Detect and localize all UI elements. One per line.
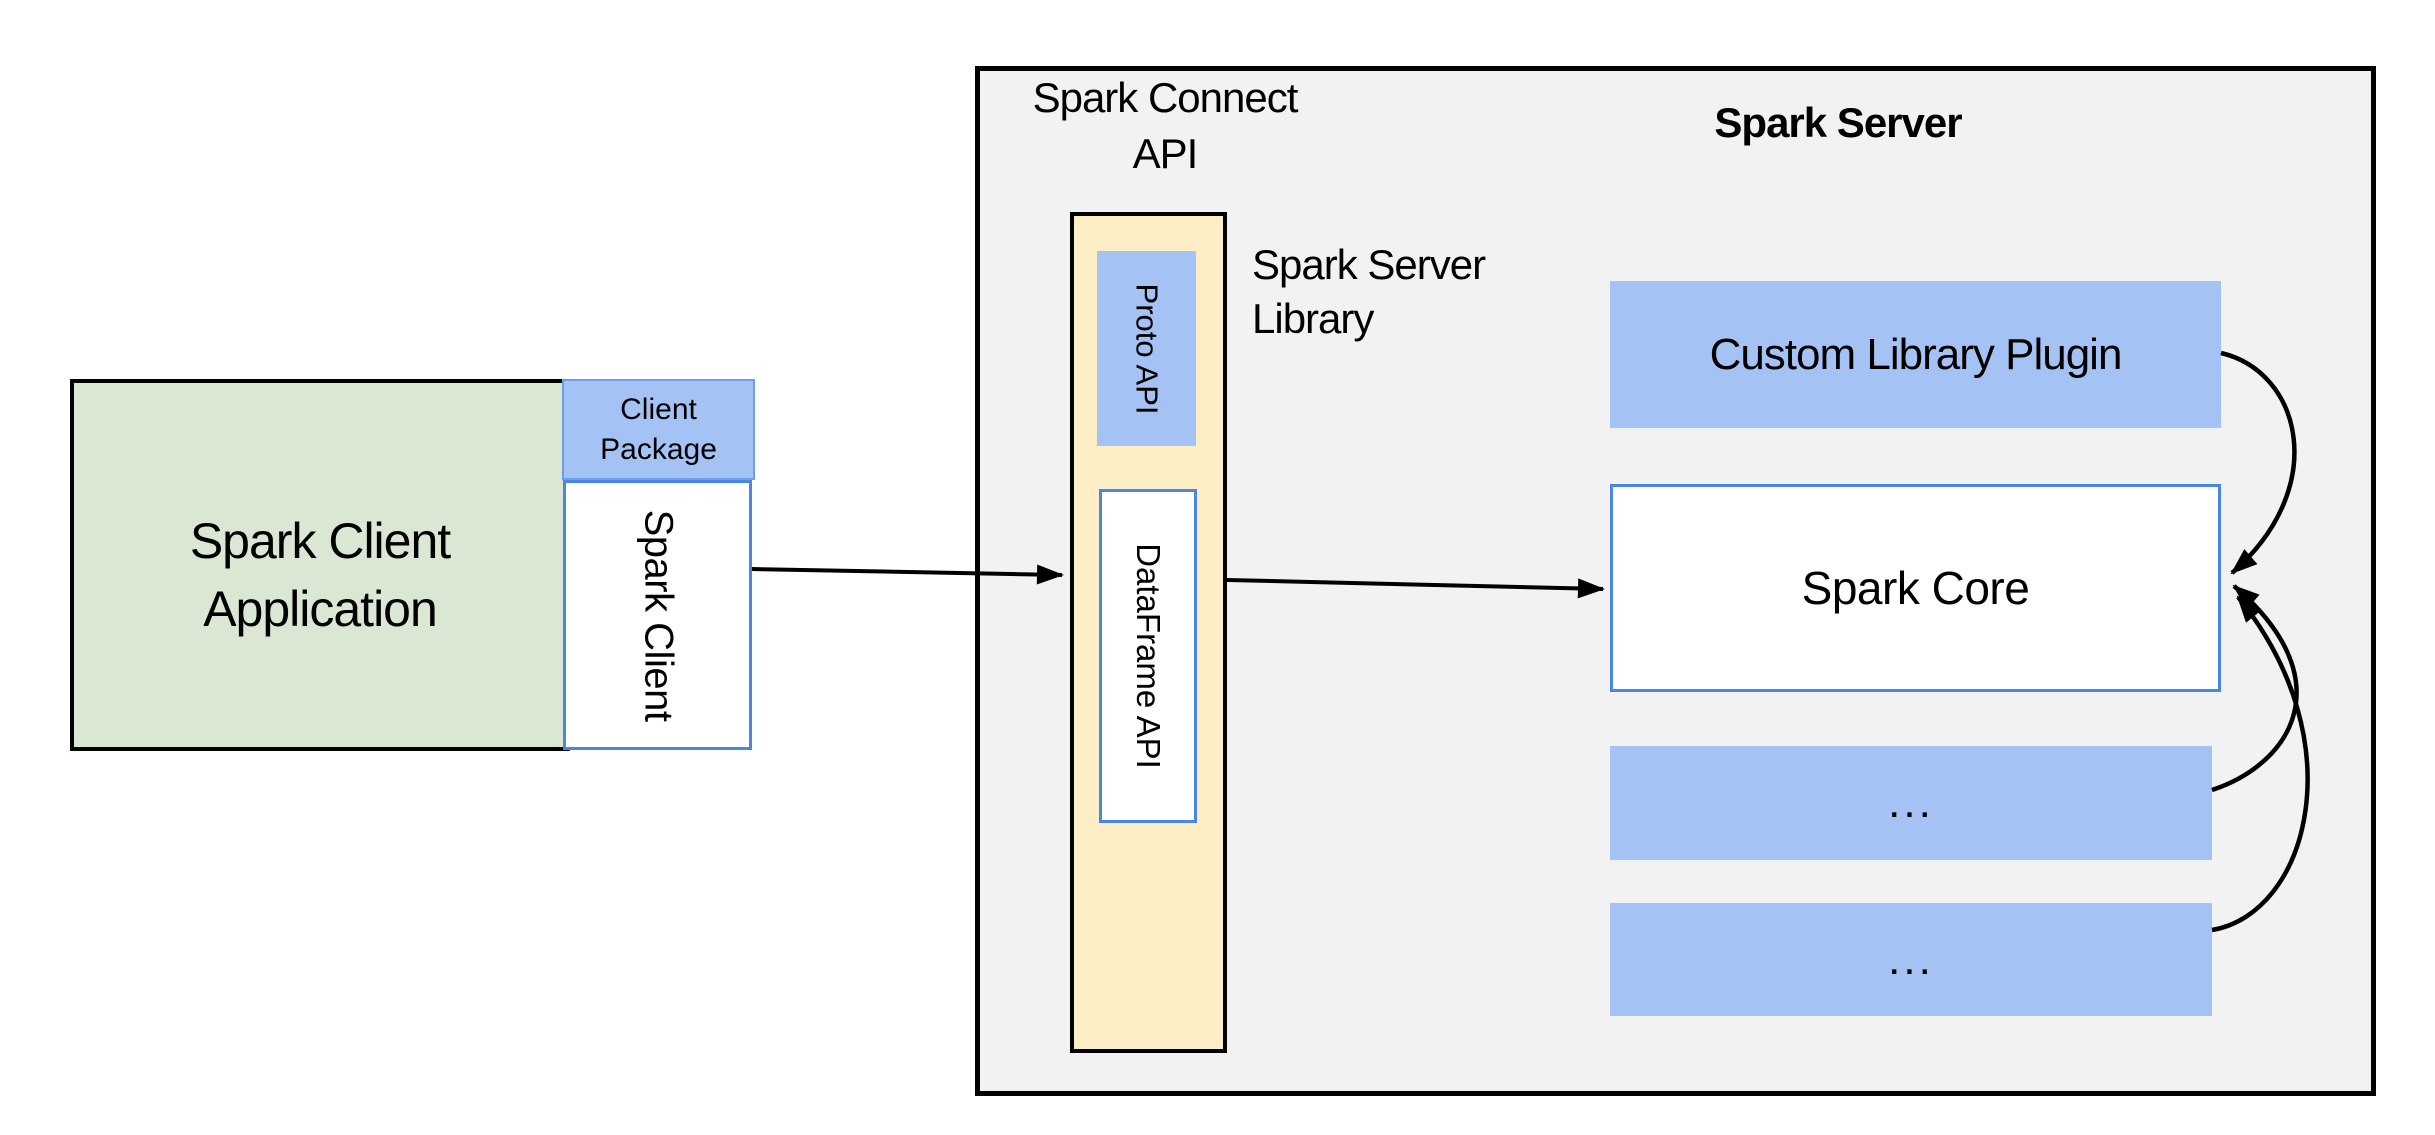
ellipsis-box-bottom: ... bbox=[1610, 903, 2212, 1016]
spark-client-box: Spark Client bbox=[563, 480, 752, 750]
client-package-box: Client Package bbox=[562, 379, 755, 480]
spark-server-title: Spark Server bbox=[1714, 99, 1962, 146]
spark-client-application-label: Spark Client Application bbox=[189, 513, 451, 637]
ellipsis-box-top: ... bbox=[1610, 746, 2212, 860]
client-package-label: Client Package bbox=[600, 392, 717, 466]
proto-api-label: Proto API bbox=[1129, 283, 1165, 414]
custom-library-plugin-label: Custom Library Plugin bbox=[1709, 329, 2123, 379]
spark-client-label: Spark Client bbox=[636, 509, 680, 721]
spark-server-library-label: Spark Server Library bbox=[1252, 241, 1486, 342]
custom-library-plugin-box: Custom Library Plugin bbox=[1610, 281, 2221, 428]
ellipsis-top-label: ... bbox=[1888, 778, 1934, 827]
spark-core-label: Spark Core bbox=[1801, 562, 2030, 614]
proto-api-box: Proto API bbox=[1097, 251, 1196, 446]
spark-core-box: Spark Core bbox=[1610, 484, 2221, 692]
dataframe-api-label: DataFrame API bbox=[1130, 543, 1167, 769]
ellipsis-bottom-label: ... bbox=[1888, 934, 1934, 984]
spark-connect-api-title: Spark Connect API bbox=[1032, 74, 1299, 177]
dataframe-api-box: DataFrame API bbox=[1099, 489, 1197, 823]
spark-client-application-box: Spark Client Application bbox=[70, 379, 570, 751]
